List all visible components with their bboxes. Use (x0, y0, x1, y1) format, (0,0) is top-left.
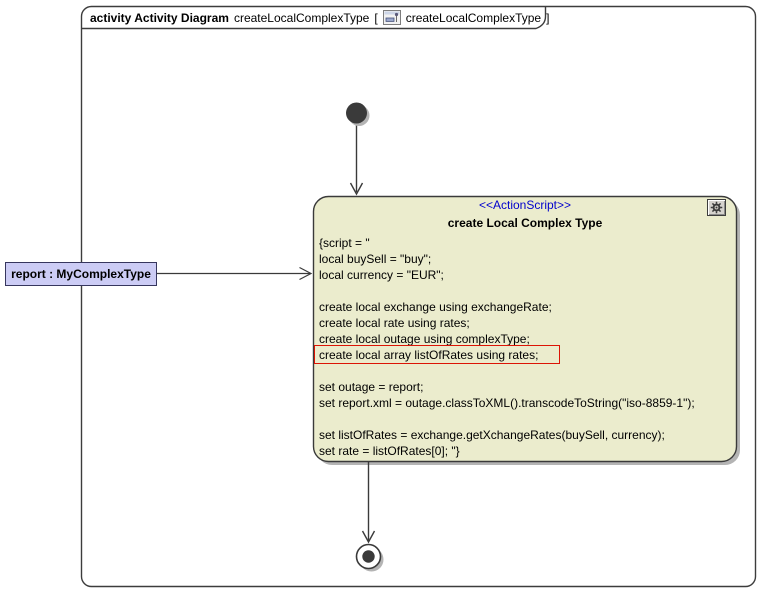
script-line: create local outage using complexType; (319, 332, 530, 346)
script-line: set rate = listOfRates[0]; "} (319, 444, 460, 458)
gear-icon (710, 201, 723, 214)
frame-header: activity Activity Diagram createLocalCom… (90, 7, 549, 28)
frame-title-tab-outline (81, 6, 547, 30)
script-line: {script = " (319, 236, 370, 250)
action-node[interactable] (312, 195, 738, 463)
object-node-label-text: report : MyComplexType (11, 267, 151, 281)
initial-node[interactable] (346, 102, 367, 124)
script-line (319, 363, 695, 379)
edge-initial-to-action[interactable] (349, 123, 364, 196)
script-line: local currency = "EUR"; (319, 268, 444, 282)
script-line (319, 283, 695, 299)
final-node-core (362, 550, 375, 563)
object-node-label[interactable]: report : MyComplexType (5, 262, 157, 286)
frame-diagram-name: createLocalComplexType (233, 10, 370, 25)
arrowhead-down-icon (361, 530, 376, 544)
error-highlight-box (314, 345, 560, 364)
action-stereotype: <<ActionScript>> (478, 198, 572, 212)
script-line: create local exchange using exchangeRate… (319, 300, 552, 314)
activity-diagram-icon (382, 10, 401, 25)
diagram-frame-border (80, 5, 757, 588)
frame-bracket-close: ] (546, 10, 550, 25)
action-script-body: {script = " local buySell = "buy"; local… (319, 235, 695, 459)
script-line: set listOfRates = exchange.getXchangeRat… (319, 428, 665, 442)
arrowhead-right-icon (299, 266, 313, 281)
edge-object-label-to-action[interactable] (157, 266, 313, 281)
script-line (319, 411, 695, 427)
behavior-gear-button[interactable] (707, 199, 726, 216)
action-title: create Local Complex Type (447, 216, 603, 230)
script-line: set report.xml = outage.classToXML().tra… (319, 396, 695, 410)
arrowhead-down-icon (349, 182, 364, 196)
script-line: local buySell = "buy"; (319, 252, 432, 266)
edge-action-to-final[interactable] (361, 462, 376, 544)
script-line: set outage = report; (319, 380, 424, 394)
frame-bracket-open: [ (374, 10, 378, 25)
script-line: create local rate using rates; (319, 316, 470, 330)
script-line-highlighted: create local array listOfRates using rat… (319, 348, 539, 362)
frame-context-name: createLocalComplexType (405, 10, 542, 25)
frame-keyword: activity Activity Diagram (90, 10, 229, 25)
